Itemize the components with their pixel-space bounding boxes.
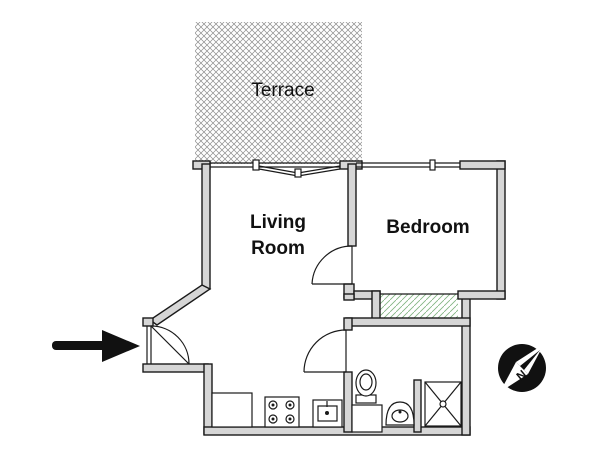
terrace-area: Terrace xyxy=(195,22,362,164)
balcony-strip xyxy=(380,294,458,319)
living-room-label-line1: Living xyxy=(250,212,306,233)
stove-icon xyxy=(264,396,300,428)
kitchen-sink-icon xyxy=(312,399,343,428)
living-room-label-line2: Room xyxy=(251,238,305,259)
entrance-door[interactable] xyxy=(146,325,190,365)
bedroom-door[interactable] xyxy=(311,245,353,285)
toilet-icon xyxy=(355,369,377,404)
bedroom-window xyxy=(356,159,460,171)
terrace-windows xyxy=(210,159,341,178)
washbasin-icon xyxy=(385,401,415,426)
bathroom-door[interactable] xyxy=(303,329,347,373)
bedroom-label: Bedroom xyxy=(386,217,469,238)
terrace-label: Terrace xyxy=(251,80,314,101)
compass-icon: N xyxy=(498,344,546,392)
shower-icon xyxy=(424,381,462,427)
kitchen xyxy=(211,392,343,428)
kitchen-counter xyxy=(211,392,253,428)
bathroom-cabinet xyxy=(351,404,383,433)
bathroom xyxy=(351,369,462,433)
arrow-right-icon xyxy=(52,330,140,362)
